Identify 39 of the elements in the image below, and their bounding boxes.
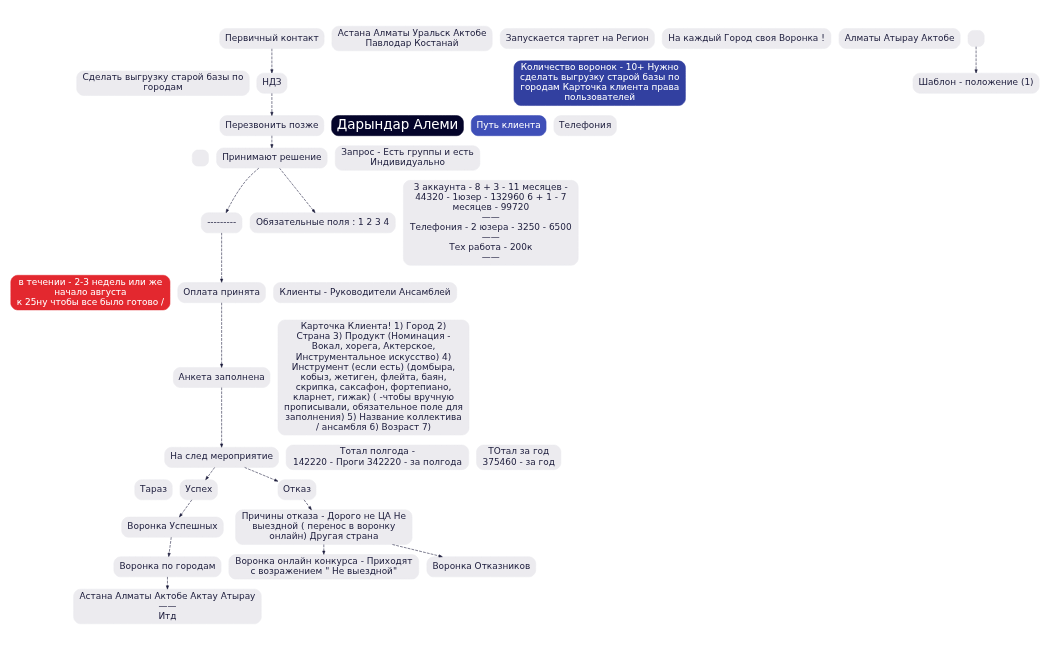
node-box: Количество воронок - 10+ Нужно сделать выгрузку старой базы по городам Карточка клиента права пользователей [513,60,686,106]
node-box: Успех [179,479,218,501]
node-box: НДЗ [256,72,288,94]
arrow [167,536,172,557]
node-box [967,30,985,47]
node-box: Воронка Успешных [121,516,224,538]
arrow [225,167,260,213]
node-box: Обязательные поля : 1 2 3 4 [249,212,396,234]
node-box: Анкета заполнена [173,367,271,388]
node-box: Причины отказа - Дорого не ЦА Не выездной ( перенос в воронку онлайн) Другая страна [235,509,413,545]
arrow [205,467,215,480]
arrow [179,499,193,518]
arrow [279,167,316,213]
arrow [166,576,169,590]
arrow [244,467,279,482]
node-box: Шаблон - положение (1) [912,72,1040,94]
node-box: --------- [200,212,243,234]
node-box: Принимают решение [216,147,328,169]
arrow [220,387,224,448]
arrow [974,46,978,74]
node-box: Воронка по городам [113,556,222,578]
node-box: Первичный контакт [219,28,325,49]
arrow [270,93,274,116]
node-box: Дарындар Алеми [331,115,464,136]
arrow [270,135,274,149]
node-box: Воронка онлайн конкурса - Приходят с возражением " Не выездной" [228,554,420,580]
arrow [220,302,224,368]
arrow [270,48,274,74]
node-box: Отказ [277,479,317,501]
node-box: в течении - 2-3 недель или же начало августа к 25ну чтобы все было готово / [10,275,171,311]
node-box: Перезвонить позже [219,115,325,136]
arrow [303,499,312,511]
arrow [322,544,326,555]
node-box: На след мероприятие [164,447,279,468]
arrow [220,232,224,283]
node-box: Астана Алматы Актобе Актау Атырау —— Итд [73,588,262,625]
node-box: Оплата принята [177,282,266,303]
node-box: Путь клиента [470,115,547,136]
arrow [392,544,443,558]
